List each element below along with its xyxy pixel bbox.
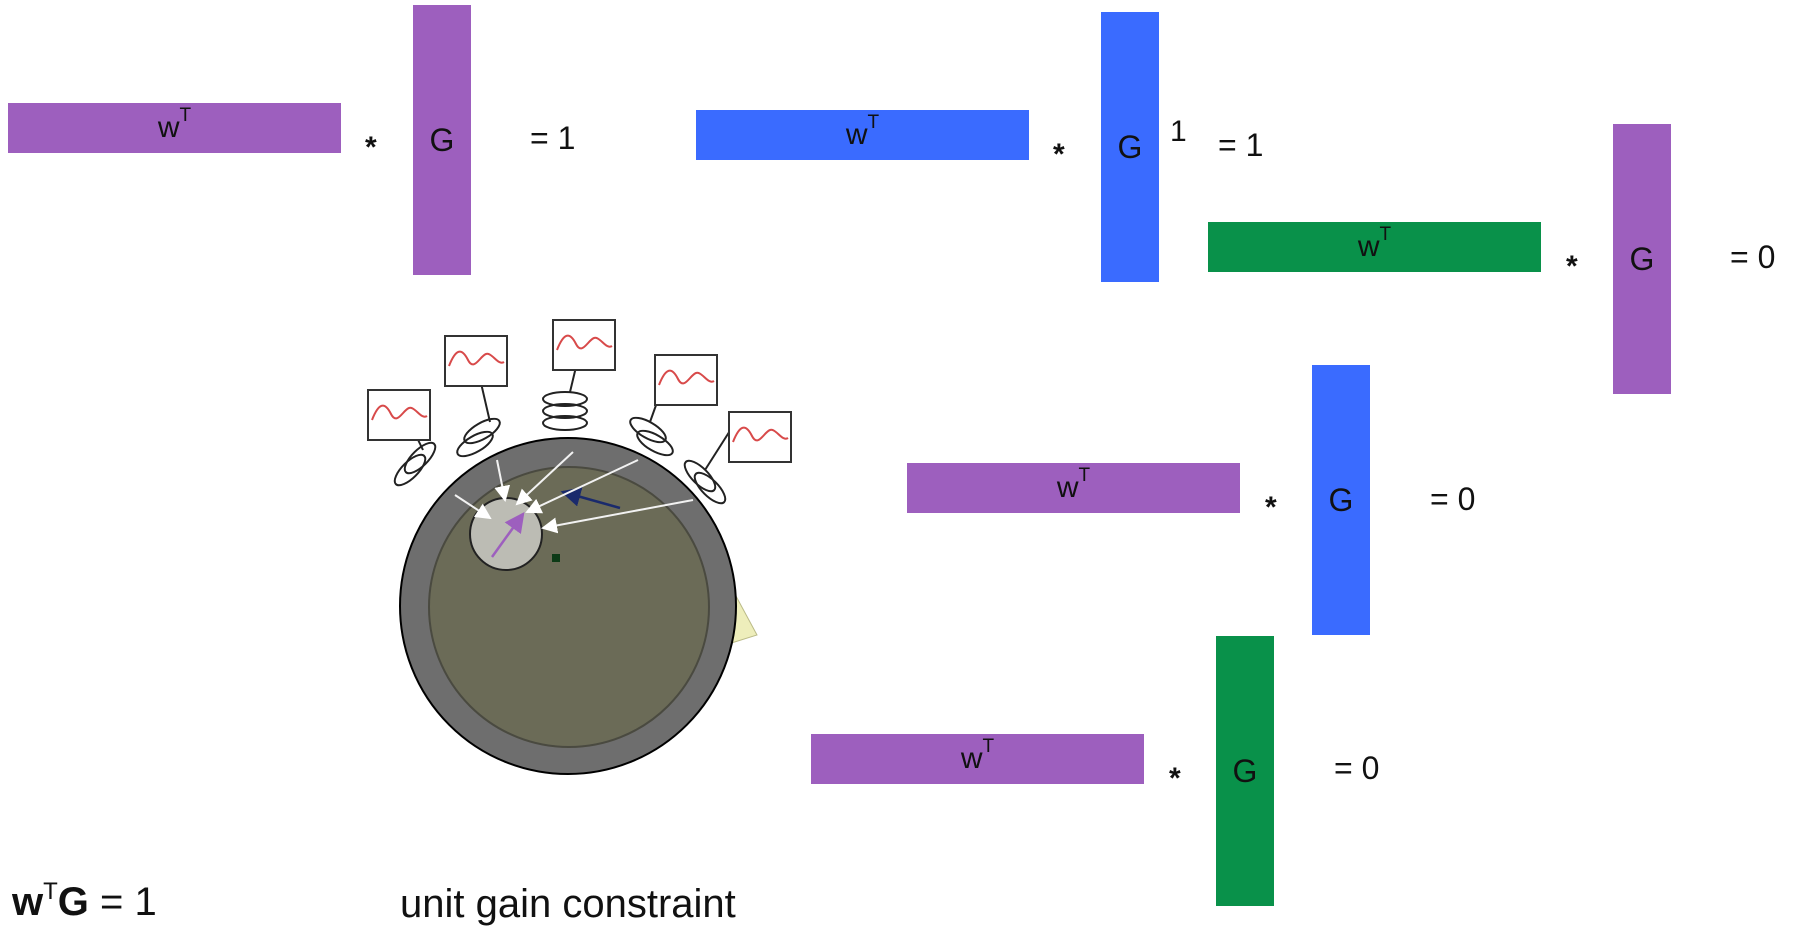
gain-vector-bar: G	[413, 5, 471, 275]
footer-transpose: T	[43, 878, 58, 905]
leadfield-arrow	[541, 499, 694, 534]
gain-superscript: 1	[1170, 115, 1187, 148]
leadfield-arrow	[494, 459, 511, 502]
unit-gain-label: unit gain constraint	[400, 882, 736, 926]
g-label: G	[1232, 752, 1258, 789]
transpose-mark: T	[179, 105, 192, 126]
equation-result: = 1	[530, 120, 576, 156]
gain-vector-bar: G	[1312, 365, 1370, 635]
transpose-mark: T	[982, 736, 995, 757]
leadfield-arrow	[515, 451, 574, 506]
w-label: w	[1056, 471, 1079, 504]
sensor-signal-box	[654, 354, 718, 406]
leadfield-arrow	[454, 494, 492, 520]
sensor-signal-box	[367, 389, 431, 441]
multiply-operator: *	[1169, 762, 1181, 795]
equation-result: = 0	[1334, 750, 1380, 786]
w-label: w	[157, 111, 180, 144]
gain-vector-bar: G	[1216, 636, 1274, 906]
multiply-operator: *	[1053, 138, 1065, 171]
footer-eq: = 1	[100, 880, 157, 924]
equation-result: = 1	[1218, 127, 1264, 163]
gain-vector-bar: G	[1101, 12, 1159, 282]
sensor-signal-box	[728, 411, 792, 463]
w-label: w	[1357, 230, 1380, 263]
brain-shape	[428, 466, 710, 748]
sensor-signal-box	[552, 319, 616, 371]
sensor-signal-box	[444, 335, 508, 387]
source-region	[469, 497, 543, 571]
equation-result: = 0	[1730, 239, 1776, 275]
g-label: G	[429, 121, 455, 158]
footer-w: w	[12, 880, 44, 924]
source-dipole-arrow	[490, 511, 525, 558]
leadfield-arrow	[525, 459, 639, 514]
interference-arrow	[560, 487, 621, 510]
multiply-operator: *	[1265, 491, 1277, 524]
footer-g: G	[57, 880, 89, 924]
w-label: w	[845, 118, 868, 151]
head-sensor-diagram	[367, 319, 792, 775]
unit-gain-equation: wTG = 1	[12, 880, 157, 924]
multiply-operator: *	[1566, 250, 1578, 283]
marker-dot	[552, 554, 560, 562]
multiply-operator: *	[365, 131, 377, 164]
g-label: G	[1629, 240, 1655, 277]
g-label: G	[1117, 128, 1143, 165]
gain-vector-bar: G	[1613, 124, 1671, 394]
transpose-mark: T	[1078, 465, 1091, 486]
g-label: G	[1328, 481, 1354, 518]
transpose-mark: T	[867, 112, 880, 133]
w-label: w	[960, 742, 983, 775]
transpose-mark: T	[1379, 224, 1392, 245]
equation-result: = 0	[1430, 481, 1476, 517]
